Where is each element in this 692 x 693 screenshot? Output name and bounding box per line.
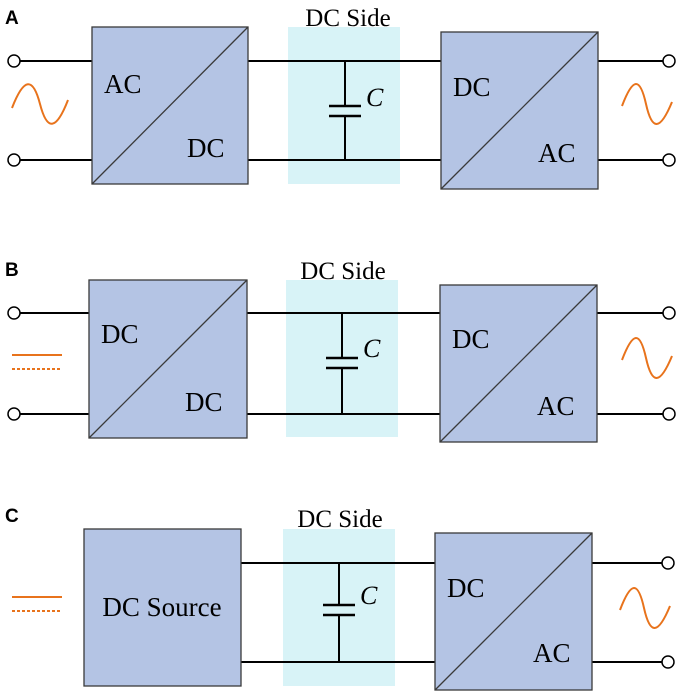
panel-a-label: A <box>5 8 19 29</box>
panel-c-label: C <box>5 506 19 527</box>
panel-a-converter2-top-label: DC <box>453 72 491 102</box>
panel-a-capacitor <box>329 61 361 160</box>
panel-b-converter1-top-label: DC <box>101 319 139 349</box>
panel-b-capacitor <box>326 313 358 414</box>
panel-c-converter2-top-label: DC <box>447 573 485 603</box>
panel-b-dc-side-title: DC Side <box>300 258 385 285</box>
panel-a-capacitor-label: C <box>366 83 384 112</box>
panel-b-capacitor-label: C <box>363 334 381 363</box>
panel-a-output-ac-waveform-icon <box>621 83 673 125</box>
panel-a-input-terminal-top <box>7 54 21 68</box>
panel-b-label: B <box>5 260 19 281</box>
panel-a-input-ac-waveform-icon <box>11 83 69 125</box>
panel-c-capacitor-label: C <box>360 581 378 610</box>
panel-c: C DC Side C DC Source DC AC <box>5 506 675 691</box>
panel-c-dc-source-label: DC Source <box>102 592 221 622</box>
panel-c-dc-source-block <box>83 528 242 687</box>
panel-b-output-ac-waveform-icon <box>621 337 673 379</box>
panel-a-dc-side-title: DC Side <box>305 5 390 32</box>
panel-b: B DC Side C DC DC DC AC <box>5 258 676 443</box>
panel-a-converter1-bottom-label: DC <box>187 133 225 163</box>
panel-c-output-terminal-top <box>661 556 675 570</box>
panel-b-input-terminal-bottom <box>7 407 21 421</box>
panel-c-output-ac-waveform-icon <box>619 587 671 629</box>
panel-b-input-dc-symbol-icon <box>12 354 62 370</box>
panel-c-input-dc-symbol-icon <box>12 596 62 612</box>
panel-b-output-terminal-top <box>662 306 676 320</box>
panel-c-converter2-bottom-label: AC <box>533 638 571 668</box>
panel-b-converter2-top-label: DC <box>452 324 490 354</box>
panel-b-converter2-bottom-label: AC <box>537 391 575 421</box>
panel-b-input-terminal-top <box>7 306 21 320</box>
panel-a-converter1-top-label: AC <box>104 69 142 99</box>
panel-c-output-terminal-bottom <box>661 655 675 669</box>
panel-a-output-terminal-bottom <box>662 153 676 167</box>
panel-b-converter1-bottom-label: DC <box>185 387 223 417</box>
panel-a-output-terminal-top <box>662 54 676 68</box>
panel-a: A DC Side C AC DC DC AC <box>5 5 676 190</box>
panel-a-converter2-bottom-label: AC <box>538 138 576 168</box>
panel-a-input-terminal-bottom <box>7 153 21 167</box>
panel-c-dc-side-title: DC Side <box>297 506 382 533</box>
panel-b-output-terminal-bottom <box>662 407 676 421</box>
panel-c-capacitor <box>323 563 355 662</box>
